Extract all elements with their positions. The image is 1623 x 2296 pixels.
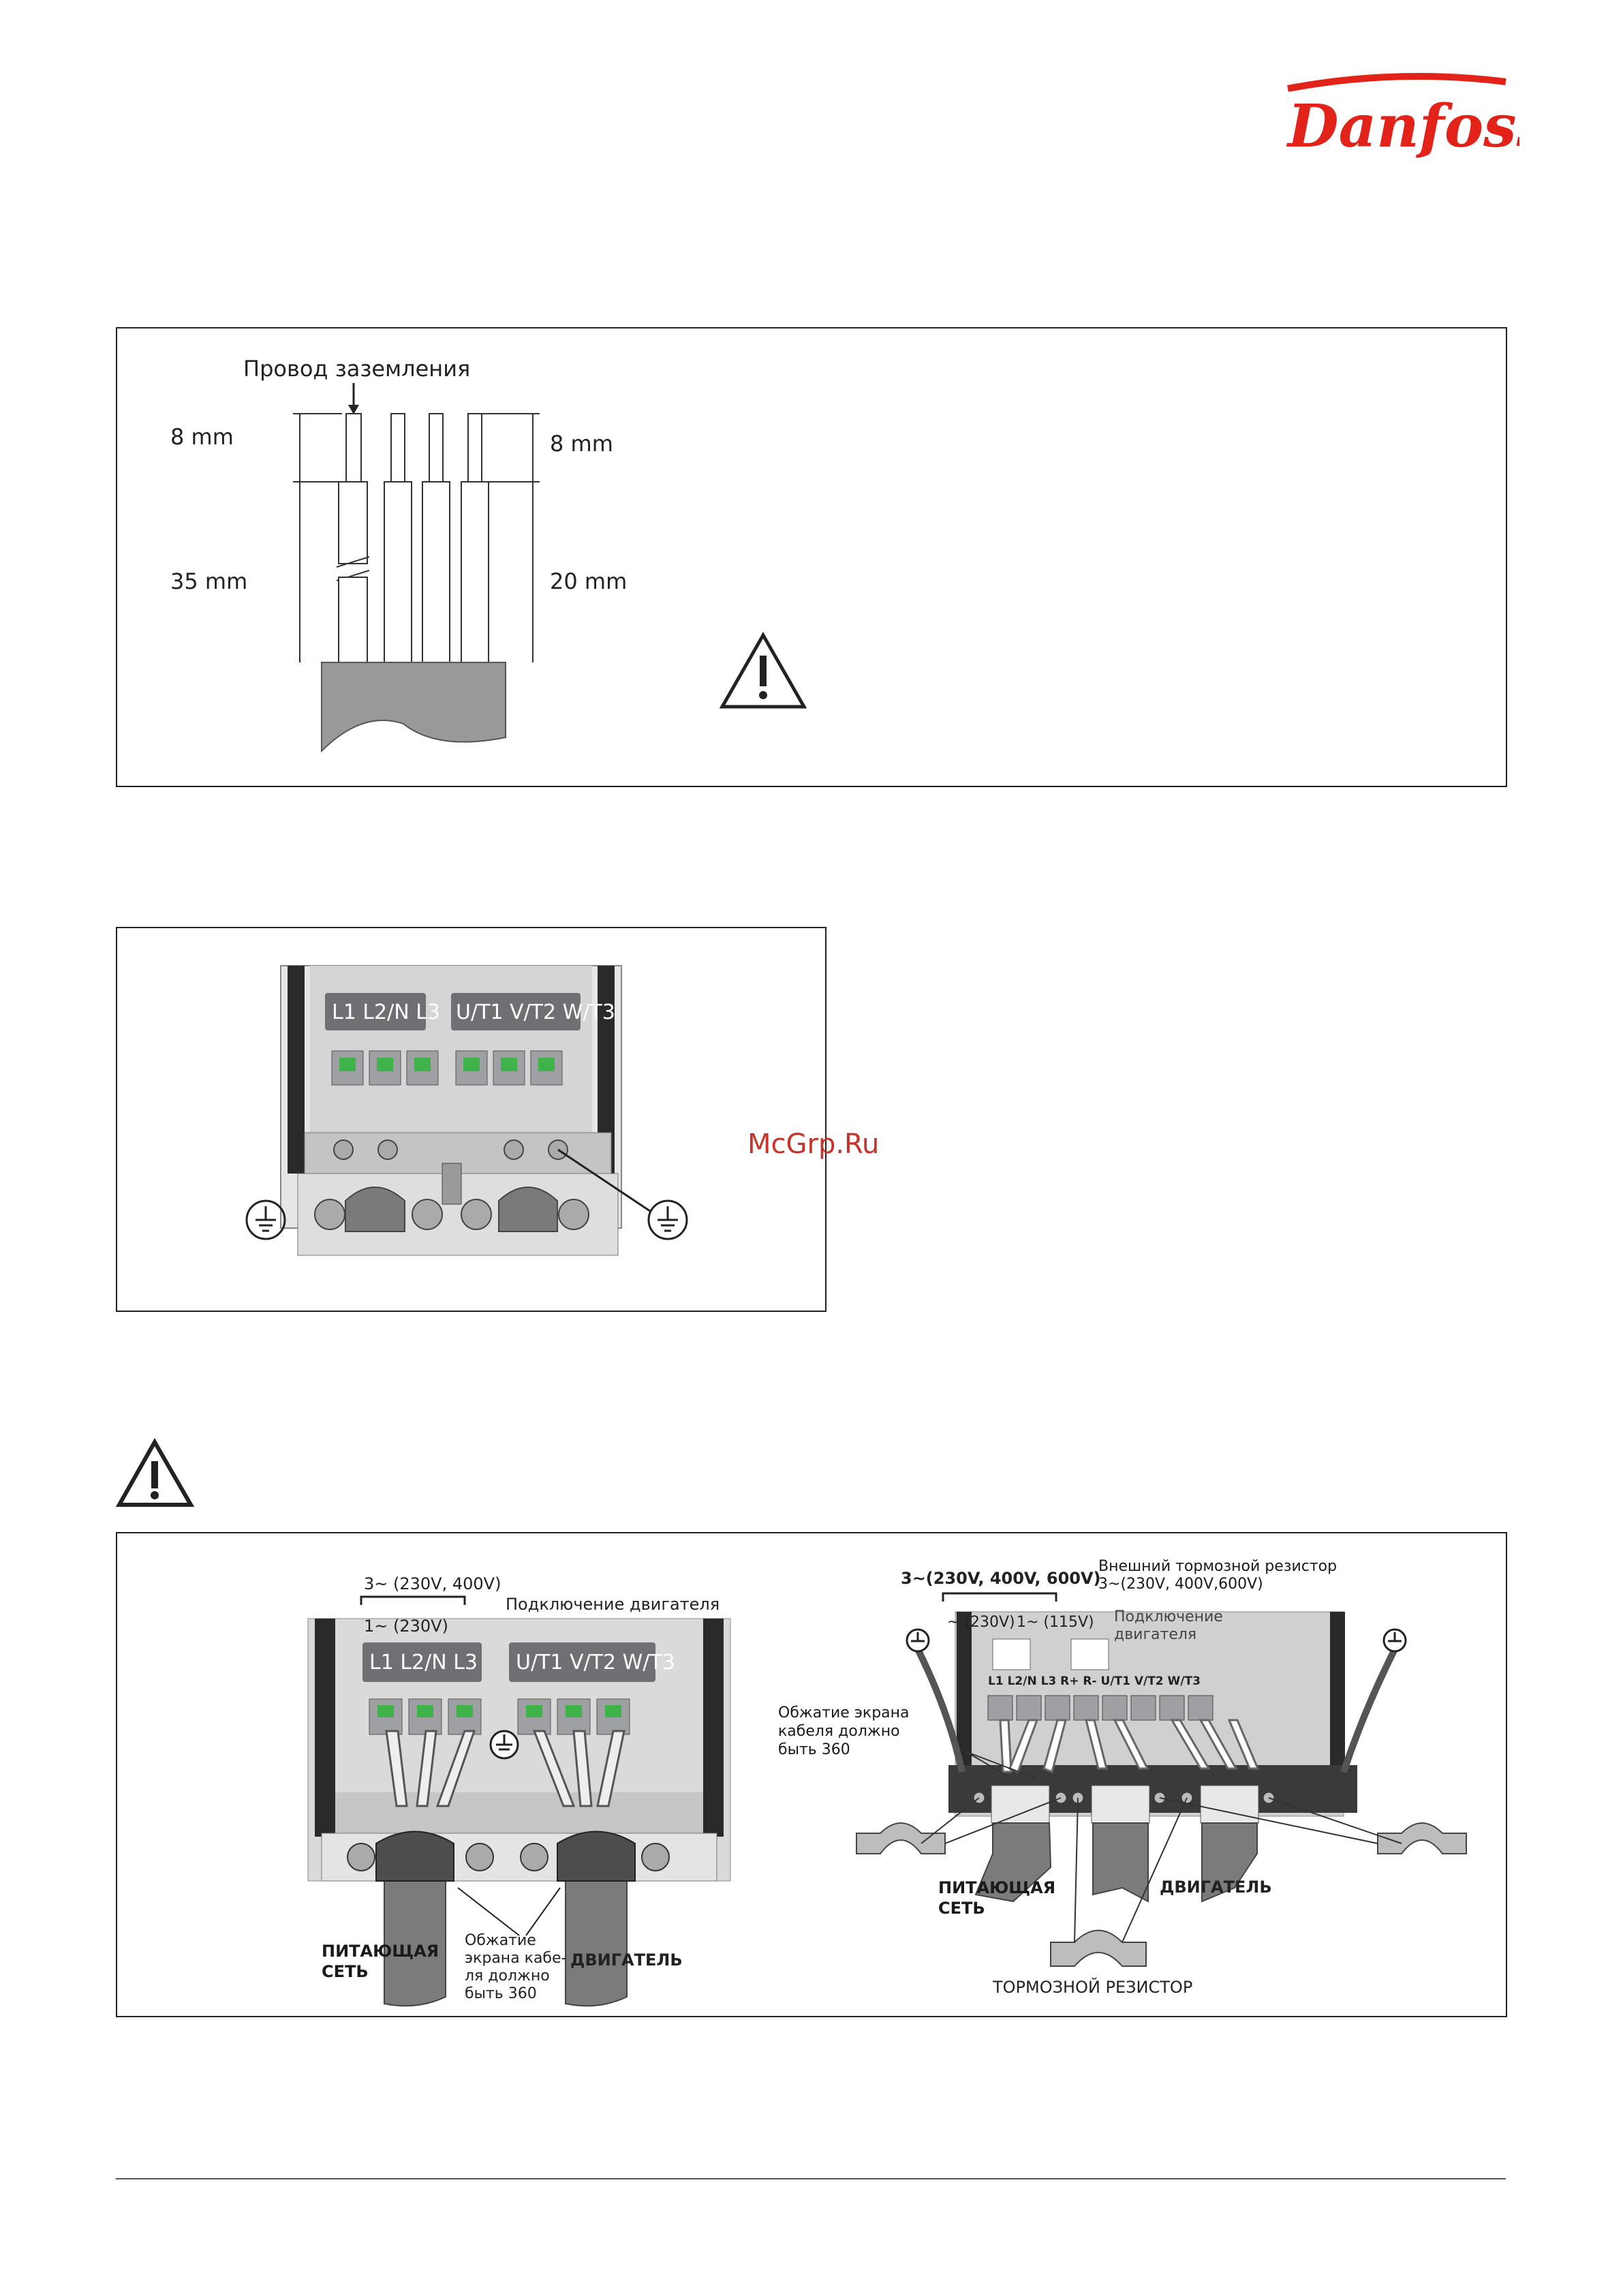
note-line: быть 360	[778, 1741, 850, 1758]
left-supply-1ph: 1~ (230V)	[364, 1617, 448, 1636]
warning-icon	[719, 631, 807, 709]
right-shield-note: Обжатие экрана кабеля должно быть 360	[778, 1704, 910, 1759]
note-line: кабеля должно	[778, 1723, 900, 1740]
note-line: экрана кабе-	[465, 1950, 567, 1967]
left-motor-label: ДВИГАТЕЛЬ	[570, 1950, 683, 1970]
right-mains-label: ПИТАЮЩАЯ СЕТЬ	[938, 1878, 1055, 1918]
label-line: СЕТЬ	[938, 1899, 985, 1918]
left-motor-connection: Подключение двигателя	[506, 1595, 720, 1614]
left-long-dimension: 35 mm	[170, 568, 248, 594]
footer-divider	[116, 2178, 1506, 2179]
danfoss-logo: Danfoss	[1274, 61, 1549, 170]
right-brake-label: ТОРМОЗНОЙ РЕЗИСТОР	[993, 1978, 1193, 1997]
right-supply-1ph-b: 1~ (115V)	[1017, 1614, 1094, 1631]
motor-conn-line: Подключение	[1114, 1608, 1223, 1625]
brake-line: 3~(230V, 400V,600V)	[1098, 1576, 1263, 1593]
right-motor-label: ДВИГАТЕЛЬ	[1160, 1878, 1272, 1897]
figure-emc-installation: 3~ (230V, 400V) 1~ (230V) Подключение дв…	[116, 1532, 1507, 2017]
danfoss-logo-graphic: Danfoss	[1286, 73, 1549, 161]
right-brake-resistor-ext: Внешний тормозной резистор 3~(230V, 400V…	[1098, 1558, 1337, 1593]
logo-text: Danfoss	[1286, 92, 1519, 161]
figure-wire-stripping: Провод заземления 8 mm 35 mm 8 mm 20 mm	[116, 327, 1507, 787]
ground-icon-right	[647, 1199, 688, 1240]
note-line: Обжатие	[465, 1932, 536, 1949]
ground-wire-label: Провод заземления	[243, 356, 471, 382]
label-line: ПИТАЮЩАЯ	[938, 1878, 1056, 1897]
label-line: ПИТАЮЩАЯ	[322, 1942, 439, 1961]
note-line: Обжатие экрана	[778, 1704, 910, 1721]
note-line: быть 360	[465, 1985, 537, 2002]
motor-terminal-labels: U/T1 V/T2 W/T3	[456, 1000, 615, 1024]
left-motor-terminals: U/T1 V/T2 W/T3	[516, 1651, 675, 1674]
emc-drawing	[307, 1592, 1467, 2007]
left-mains-terminals: L1 L2/N L3	[369, 1651, 478, 1674]
right-supply-1ph-a: ~ (230V)	[947, 1614, 1015, 1631]
right-top-dimension: 8 mm	[550, 431, 613, 457]
brake-line: Внешний тормозной резистор	[1098, 1558, 1338, 1575]
left-top-dimension: 8 mm	[170, 424, 234, 450]
left-shield-note: Обжатие экрана кабе- ля должно быть 360	[465, 1932, 566, 2003]
ground-connection-drawing	[245, 965, 688, 1256]
figure-ground-connection: L1 L2/N L3 U/T1 V/T2 W/T3	[116, 927, 826, 1312]
mains-terminal-labels: L1 L2/N L3	[332, 1000, 441, 1024]
right-terminals: L1 L2/N L3 R+ R- U/T1 V/T2 W/T3	[988, 1674, 1201, 1688]
label-line: СЕТЬ	[322, 1962, 369, 1981]
left-supply-3ph: 3~ (230V, 400V)	[364, 1574, 501, 1593]
warning-icon-large	[115, 1437, 195, 1510]
left-mains-label: ПИТАЮЩАЯ СЕТЬ	[322, 1941, 439, 1982]
right-long-dimension: 20 mm	[550, 568, 628, 594]
watermark: McGrp.Ru	[747, 1129, 880, 1160]
wire-stripping-drawing	[293, 383, 807, 753]
right-motor-connection: Подключение двигателя	[1114, 1608, 1223, 1644]
ground-icon-left	[245, 1199, 286, 1240]
note-line: ля должно	[465, 1968, 550, 1985]
motor-conn-line: двигателя	[1114, 1626, 1197, 1643]
right-supply-3ph: 3~(230V, 400V, 600V)	[901, 1569, 1101, 1588]
